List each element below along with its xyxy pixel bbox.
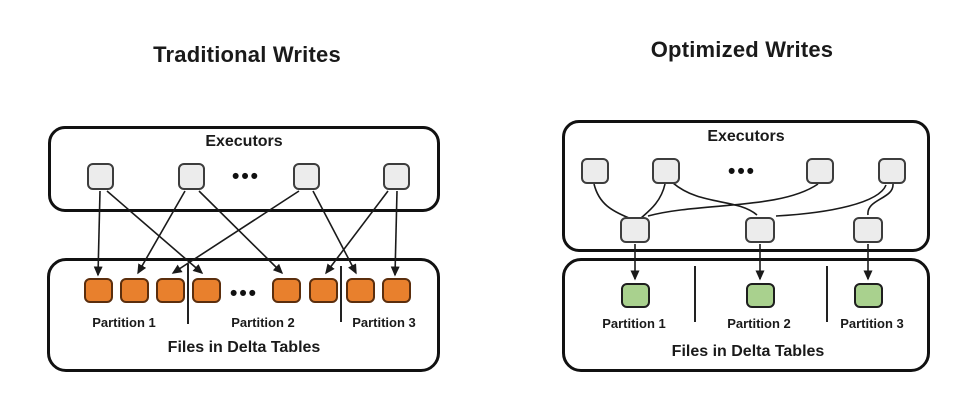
executor-node xyxy=(878,158,906,184)
executors-ellipsis: ••• xyxy=(231,165,261,188)
partition-label: Partition 2 xyxy=(727,316,791,331)
executor-node xyxy=(806,158,834,184)
partition-label: Partition 1 xyxy=(92,315,156,330)
file-box-orange xyxy=(272,278,301,303)
executor-node xyxy=(178,163,205,190)
file-box-green xyxy=(854,283,883,308)
traditional-executors-label: Executors xyxy=(205,133,283,150)
files-caption: Files in Delta Tables xyxy=(167,339,321,356)
partition-label: Partition 1 xyxy=(602,316,666,331)
optimized-executors-label: Executors xyxy=(707,128,785,145)
partition-label: Partition 3 xyxy=(840,316,904,331)
file-box-orange xyxy=(120,278,149,303)
partition-divider xyxy=(694,266,696,322)
executor-node xyxy=(383,163,410,190)
file-box-green xyxy=(746,283,775,308)
file-box-green xyxy=(621,283,650,308)
traditional-files-container xyxy=(47,258,440,372)
partition-divider xyxy=(340,266,342,322)
partition-label: Partition 2 xyxy=(231,315,295,330)
executor-node xyxy=(87,163,114,190)
file-box-orange xyxy=(156,278,185,303)
executors-ellipsis: ••• xyxy=(727,160,757,183)
shuffle-node xyxy=(620,217,650,243)
optimized-writes-title: Optimized Writes xyxy=(650,37,834,62)
files-caption: Files in Delta Tables xyxy=(671,343,825,360)
traditional-writes-title: Traditional Writes xyxy=(153,42,341,67)
partition-divider xyxy=(187,264,189,324)
file-box-orange xyxy=(309,278,338,303)
executor-node xyxy=(581,158,609,184)
executor-node xyxy=(293,163,320,190)
file-box-orange xyxy=(192,278,221,303)
shuffle-node xyxy=(745,217,775,243)
file-box-orange xyxy=(346,278,375,303)
partition-label: Partition 3 xyxy=(352,315,416,330)
file-box-orange xyxy=(84,278,113,303)
executor-node xyxy=(652,158,680,184)
file-box-orange xyxy=(382,278,411,303)
files-ellipsis: ••• xyxy=(229,282,259,305)
shuffle-node xyxy=(853,217,883,243)
partition-divider xyxy=(826,266,828,322)
